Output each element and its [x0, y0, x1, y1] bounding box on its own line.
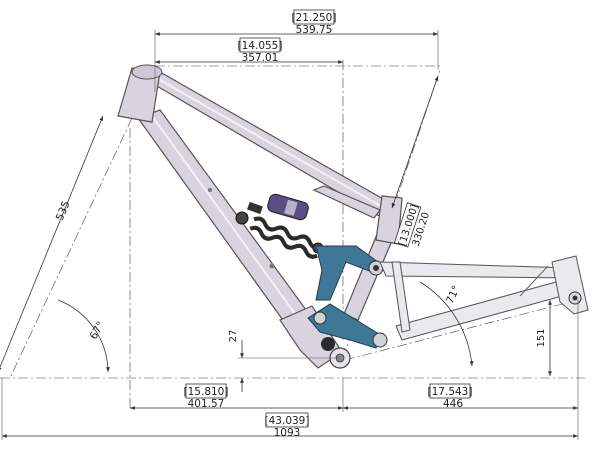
linkage — [307, 245, 388, 351]
bb-drop-label: 27 — [228, 330, 239, 343]
stay-brace — [391, 261, 411, 333]
top-total-inch: [21.250] — [292, 12, 337, 24]
front-center-inch: [15.810] — [184, 386, 229, 398]
dimension-lines — [0, 30, 579, 440]
chainstay-inch: [17.543] — [428, 386, 473, 398]
top-total-mm: 539.75 — [296, 24, 333, 36]
reach-mm: 357.01 — [242, 52, 279, 64]
rear-triangle — [379, 255, 589, 341]
seat-angle-label: 71° — [444, 284, 463, 306]
brace-tube — [312, 185, 381, 219]
dimension-labels: [21.250] 539.75 [14.055] 357.01 535 67° … — [54, 9, 547, 439]
wheelbase-inch: [43.039] — [265, 415, 310, 427]
rear-axle-height: 151 — [536, 328, 547, 347]
construction-lines — [0, 60, 585, 410]
reach-inch: [14.055] — [238, 40, 283, 52]
rocker-link — [315, 245, 379, 301]
seat-tube-length: 535 — [54, 199, 73, 222]
chainstay-mm: 446 — [443, 398, 463, 410]
frame — [117, 64, 403, 369]
head-angle-label: 67° — [88, 319, 108, 341]
front-center-mm: 401.57 — [188, 398, 225, 410]
wheelbase-mm: 1093 — [274, 427, 301, 439]
